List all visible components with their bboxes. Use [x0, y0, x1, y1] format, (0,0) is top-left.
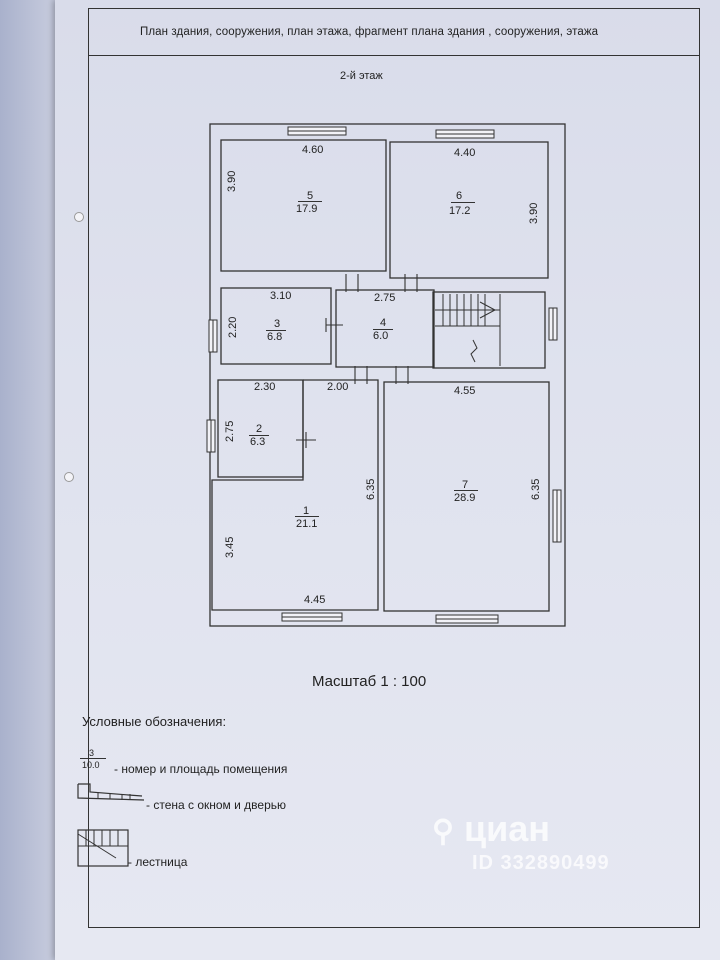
dim-room5-width: 4.60 — [302, 144, 324, 156]
dim-room1-left: 3.45 — [224, 536, 236, 558]
dim-room3-height: 2.20 — [227, 316, 239, 338]
dim-room2-height: 2.75 — [224, 420, 236, 442]
room-3-fraction-line — [266, 330, 286, 331]
document-sheet — [55, 0, 720, 960]
room-2-fraction-line — [249, 435, 269, 436]
drawing-frame — [88, 8, 700, 928]
room-6-number: 6 — [456, 190, 463, 202]
watermark-id: ID 332890499 — [472, 852, 610, 874]
room-2-number: 2 — [256, 423, 263, 435]
legend-stair-label: - лестница — [128, 855, 188, 869]
room-5-number: 5 — [306, 190, 314, 202]
dim-room1-top: 2.00 — [327, 381, 349, 393]
legend-sample-number: 3 — [89, 748, 95, 758]
room-7-area: 28.9 — [454, 492, 476, 504]
dim-room1-height: 6.35 — [365, 478, 377, 500]
stair-symbol — [435, 294, 501, 366]
room-5-fraction-line — [298, 201, 322, 202]
room-6-outline — [389, 141, 549, 279]
room-6-fraction-line — [451, 202, 475, 203]
room-1-outline — [211, 379, 379, 611]
room-7-number: 7 — [462, 479, 469, 491]
legend-stair-symbol — [77, 829, 129, 867]
room-5-outline — [220, 139, 387, 272]
legend-room-label: - номер и площадь помещения — [114, 762, 288, 776]
room-5-area: 17.9 — [296, 203, 318, 215]
dim-room2-width: 2.30 — [254, 381, 276, 393]
room-3-area: 6.8 — [267, 331, 283, 343]
binding-hole — [64, 472, 74, 482]
dim-room4-width: 2.75 — [374, 292, 396, 304]
room-3-number: 3 — [274, 318, 281, 330]
dim-room5-height: 3.90 — [226, 170, 238, 192]
room-4-outline — [335, 289, 435, 368]
legend-wall-label: - стена с окном и дверью — [146, 798, 287, 812]
legend-title: Условные обозначения: — [82, 714, 227, 729]
outer-wall — [209, 123, 566, 627]
room-3-outline — [220, 287, 332, 365]
header-divider — [88, 55, 700, 56]
room-6-area: 17.2 — [449, 205, 471, 217]
legend-sample-line — [80, 758, 106, 759]
room-4-number: 4 — [380, 317, 387, 329]
watermark-logo: ⚲ циан — [432, 808, 550, 850]
binding-hole — [74, 212, 84, 222]
scale-label: Масштаб 1 : 100 — [312, 673, 427, 690]
room-7-outline — [383, 381, 550, 612]
dim-room6-height: 3.90 — [528, 202, 540, 224]
dim-room1-bottom: 4.45 — [304, 594, 326, 606]
document-title: План здания, сооружения, план этажа, фра… — [140, 26, 599, 38]
room-1-number: 1 — [303, 505, 310, 517]
room-4-area: 6.0 — [373, 330, 389, 342]
legend-wall-symbol — [77, 783, 145, 801]
location-pin-icon: ⚲ — [432, 815, 454, 848]
watermark-brand: циан — [464, 808, 551, 849]
window-marks — [206, 126, 562, 624]
dim-room6-width: 4.40 — [454, 147, 476, 159]
dim-room7-width: 4.55 — [454, 385, 476, 397]
room-4-fraction-line — [373, 329, 393, 330]
room-2-area: 6.3 — [250, 436, 266, 448]
floor-label: 2-й этаж — [340, 70, 383, 82]
room-7-fraction-line — [454, 490, 478, 491]
stair-area-outline — [432, 291, 546, 369]
legend-sample-area: 10.0 — [82, 760, 100, 770]
dim-room7-height: 6.35 — [530, 478, 542, 500]
dim-room3-width: 3.10 — [270, 290, 292, 302]
room-1-fraction-line — [295, 516, 319, 517]
room-1-area: 21.1 — [296, 518, 318, 530]
door-marks — [296, 274, 418, 448]
